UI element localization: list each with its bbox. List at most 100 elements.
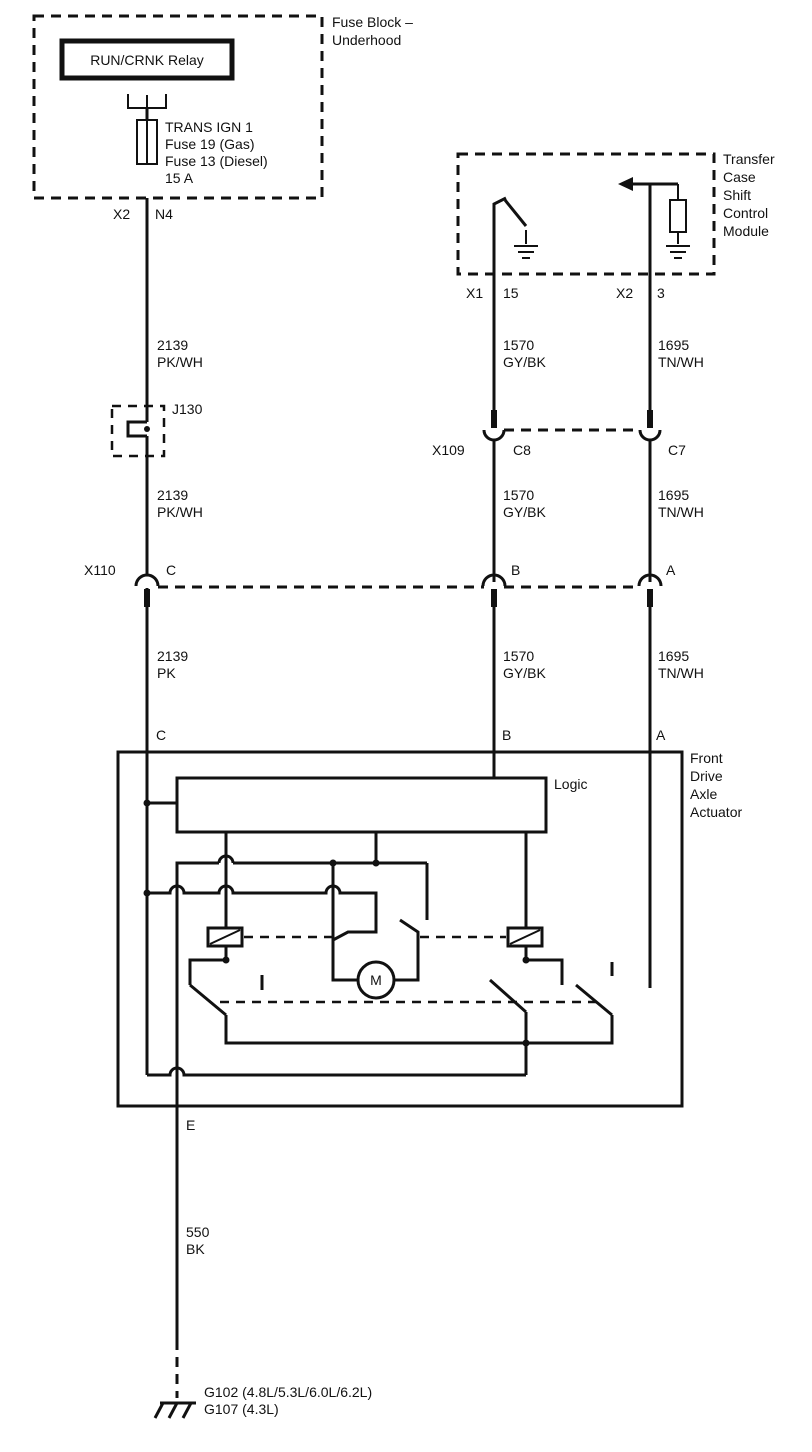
actuator-line2: Drive [690, 768, 723, 784]
x110-b-terminal [481, 573, 507, 587]
x110-label: X110 [84, 562, 116, 578]
wire-1695: 1695 TN/WH 1695 TN/WH 1695 TN/WH [648, 282, 704, 988]
x110-a-pin [647, 589, 653, 607]
relay1-node [222, 956, 230, 964]
wire-550: 550 BK [175, 1100, 210, 1398]
ground-bus-left [175, 861, 219, 1100]
wire-2139: 2139 PK/WH 2139 PK/WH 2139 PK [145, 198, 203, 752]
fuse-line4: 15 A [165, 170, 194, 186]
transfer-case-line1: Transfer [723, 151, 775, 167]
ground-icon-leg3 [181, 1402, 193, 1419]
transfer-case-pin-left: 15 [503, 285, 519, 301]
actuator-outline [116, 750, 684, 1108]
wire-1570-mid-color: GY/BK [503, 504, 546, 520]
logic-label: Logic [554, 776, 587, 792]
ground-icon-leg1 [153, 1402, 165, 1419]
transfer-case-pin-right: 3 [657, 285, 665, 301]
chassis-ground: G102 (4.8L/5.3L/6.0L/6.2L) G107 (4.3L) [153, 1384, 372, 1419]
logic-power-node [143, 799, 151, 807]
relay1-contact-common [188, 946, 228, 985]
transfer-case-line2: Case [723, 169, 756, 185]
x110-b-pin [491, 589, 497, 607]
ground-line2: G107 (4.3L) [204, 1401, 279, 1417]
wire-1695-upper-circuit: 1695 [658, 337, 689, 353]
actuator-pin-b: B [502, 727, 511, 743]
x109-pin-c8: C8 [513, 442, 531, 458]
wire-2139-upper-circuit: 2139 [157, 337, 188, 353]
ground-line1: G102 (4.8L/5.3L/6.0L/6.2L) [204, 1384, 372, 1400]
wire-1570-mid-circuit: 1570 [503, 487, 534, 503]
transfer-case-shift-control-module: Transfer Case Shift Control Module X1 15… [456, 151, 775, 301]
wire-550-circuit: 550 [186, 1224, 210, 1240]
logic-block [175, 776, 548, 834]
wire-550-color: BK [186, 1241, 205, 1257]
run-crnk-relay-label: RUN/CRNK Relay [90, 52, 204, 68]
ground-icon-leg2 [167, 1402, 179, 1419]
x110-pin-a: A [666, 562, 676, 578]
transfer-case-conn-left: X1 [466, 285, 483, 301]
fuse-line2: Fuse 19 (Gas) [165, 136, 254, 152]
x110-pin-b: B [511, 562, 520, 578]
fuse-block-title-line1: Fuse Block – [332, 14, 413, 30]
motor-icon [356, 960, 396, 1000]
x109-c7-pin [647, 410, 653, 428]
wire-1695-lower-circuit: 1695 [658, 648, 689, 664]
wire-1570: 1570 GY/BK 1570 GY/BK 1570 GY/BK [492, 282, 546, 778]
fuse-block-underhood: Fuse Block – Underhood RUN/CRNK Relay TR… [32, 14, 413, 222]
relay2-node [522, 956, 530, 964]
run-crnk-relay-box [59, 38, 235, 81]
contact-return-loop [224, 1015, 614, 1045]
transfer-case-arrow-icon [618, 177, 633, 191]
transfer-case-switch-wire [492, 196, 507, 282]
transfer-case-conn-right: X2 [616, 285, 633, 301]
transfer-case-line5: Module [723, 223, 769, 239]
wire-2139-upper-color: PK/WH [157, 354, 203, 370]
x110-c-terminal [134, 573, 160, 587]
x110-c-pin [144, 589, 150, 607]
wire-1695-lower-color: TN/WH [658, 665, 704, 681]
connector-x109: X109 C8 C7 [432, 410, 686, 458]
fuse-block-title-line2: Underhood [332, 32, 401, 48]
bus-node-logic [372, 859, 380, 867]
wire-1695-mid-circuit: 1695 [658, 487, 689, 503]
transfer-case-line4: Control [723, 205, 768, 221]
splice-j130-node [144, 426, 150, 432]
connector-x110: X110 C B A [84, 562, 676, 607]
motor-top-lead [332, 920, 378, 942]
splice-j130-loop [126, 420, 147, 438]
transfer-case-line3: Shift [723, 187, 751, 203]
splice-j130-outline [110, 404, 166, 458]
wire-1570-upper-circuit: 1570 [503, 337, 534, 353]
return-loop-node [522, 1039, 530, 1047]
wire-1570-lower-color: GY/BK [503, 665, 546, 681]
resistor-icon [669, 199, 687, 233]
x109-c8-pin [491, 410, 497, 428]
wire-1570-upper-color: GY/BK [503, 354, 546, 370]
wire-1695-mid-color: TN/WH [658, 504, 704, 520]
front-drive-axle-actuator: Front Drive Axle Actuator C B A E Logic [116, 727, 742, 1133]
splice-j130: J130 [110, 401, 203, 458]
power-bus-node [143, 889, 151, 897]
actuator-line4: Actuator [690, 804, 742, 820]
wire-1570-lower-circuit: 1570 [503, 648, 534, 664]
actuator-line3: Axle [690, 786, 717, 802]
x109-label: X109 [432, 442, 465, 458]
relay2-switch-blade-b [575, 983, 613, 1017]
wire-2139-lower-circuit: 2139 [157, 648, 188, 664]
motor-right-lead [395, 918, 420, 982]
wire-1695-upper-color: TN/WH [658, 354, 704, 370]
wire-2139-lower-color: PK [157, 665, 176, 681]
motor-left-lead [331, 920, 357, 982]
fuse-line3: Fuse 13 (Diesel) [165, 153, 268, 169]
relay2-contact-common [524, 946, 564, 985]
motor-label: M [370, 972, 382, 988]
x109-c8-terminal [482, 429, 506, 442]
fuse-block-outline [32, 14, 324, 200]
fuse-block-connector-label: X2 [113, 206, 130, 222]
power-bus-second [147, 884, 378, 920]
fuse-block-pin-label: N4 [155, 206, 173, 222]
bottom-rail [147, 1066, 526, 1077]
x110-pin-c: C [166, 562, 176, 578]
relay1-switch-blade [189, 983, 227, 1017]
actuator-pin-c: C [156, 727, 166, 743]
